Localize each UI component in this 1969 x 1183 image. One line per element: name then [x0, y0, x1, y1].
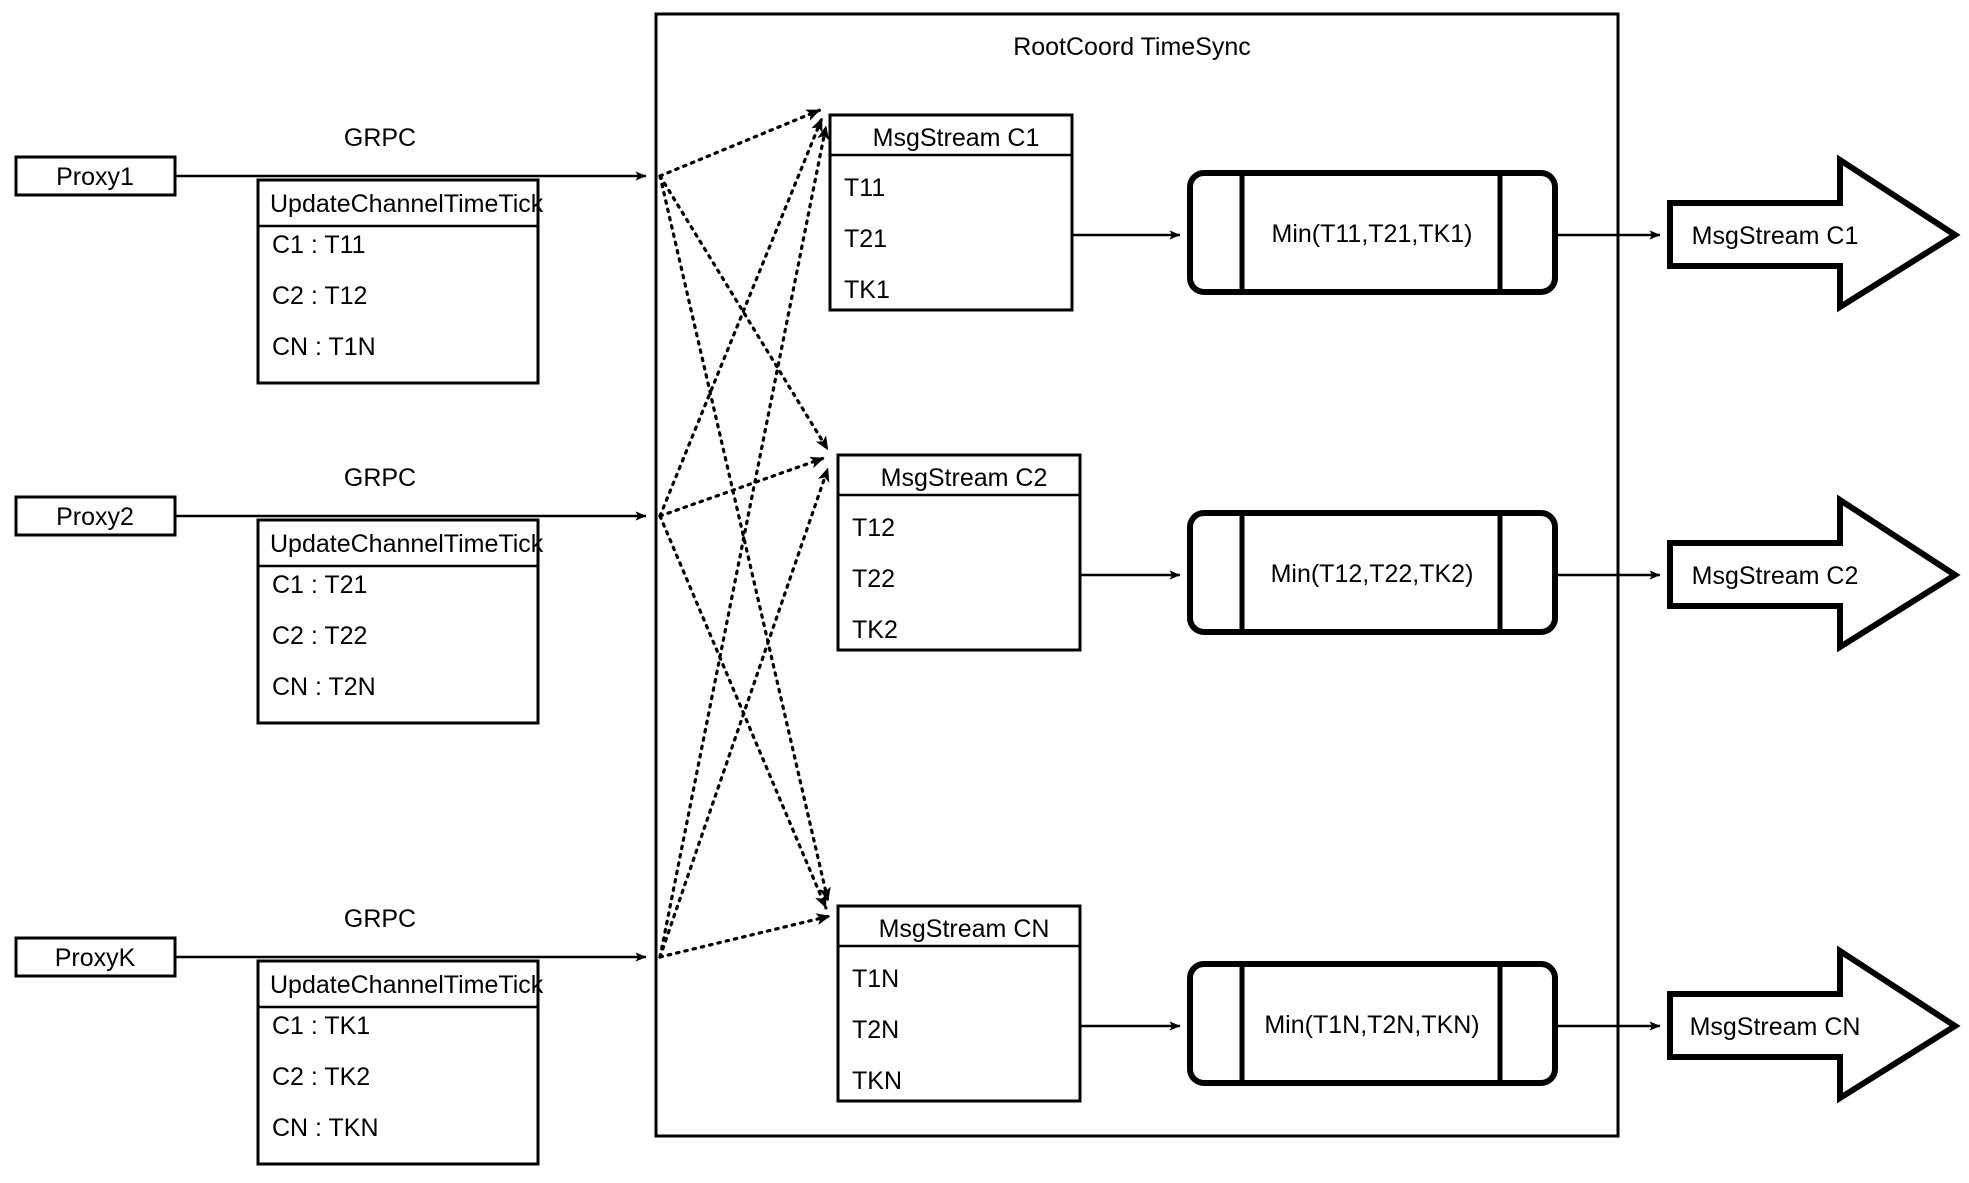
- dispatch-link-p3-c1: [658, 124, 830, 959]
- min-process-box-3: [1187, 961, 1558, 1086]
- msgstream-box-1: [828, 113, 1074, 312]
- output-label-1: MsgStream C1: [1691, 222, 1859, 250]
- dispatch-link-p3-c2: [658, 466, 830, 959]
- msgstream-title-2: MsgStream C2: [880, 464, 1048, 492]
- dispatch-link-p2-c2: [658, 456, 826, 518]
- proxy-label-3: ProxyK: [54, 944, 136, 972]
- msgstream-entry-3-0: T1N: [852, 965, 900, 993]
- update-channel-timetick-entry-2-0: C1 : T21: [272, 571, 368, 599]
- output-block-arrow-3: [1667, 945, 1961, 1104]
- output-label-3: MsgStream CN: [1689, 1013, 1861, 1041]
- update-channel-timetick-title-2: UpdateChannelTimeTick: [270, 530, 544, 558]
- msgstream-entry-2-2: TK2: [852, 616, 898, 644]
- msgstream-box-3: [836, 904, 1082, 1103]
- msgstream-entry-3-2: TKN: [852, 1067, 902, 1095]
- msgstream-title-3: MsgStream CN: [878, 915, 1050, 943]
- update-channel-timetick-entry-1-1: C2 : T12: [272, 282, 368, 310]
- output-label-2: MsgStream C2: [1691, 562, 1859, 590]
- timetick-dispatch-links: [658, 108, 832, 959]
- update-channel-timetick-entry-3-2: CN : TKN: [272, 1114, 379, 1142]
- dispatch-link-p1-c2: [658, 174, 830, 452]
- min-label-1: Min(T11,T21,TK1): [1271, 220, 1473, 248]
- output-block-arrow-2: [1667, 494, 1961, 653]
- output-block-arrow-1: [1667, 154, 1961, 313]
- grpc-label-1: GRPC: [343, 124, 417, 152]
- proxy-label-1: Proxy1: [56, 163, 134, 191]
- dispatch-link-p2-c1: [658, 116, 824, 518]
- msgstream-entry-1-0: T11: [844, 174, 886, 202]
- rootcoord-container-title: RootCoord TimeSync: [1013, 33, 1251, 61]
- dispatch-link-p2-cn: [658, 514, 828, 910]
- proxy-box-1[interactable]: [14, 155, 177, 197]
- update-channel-timetick-entry-1-0: C1 : T11: [272, 231, 366, 259]
- update-channel-timetick-title-3: UpdateChannelTimeTick: [270, 971, 544, 999]
- min-label-3: Min(T1N,T2N,TKN): [1264, 1011, 1480, 1039]
- proxy-box-3[interactable]: [14, 936, 177, 978]
- proxy-box-2[interactable]: [14, 495, 177, 537]
- msgstream-entry-2-0: T12: [852, 514, 896, 542]
- msgstream-entry-2-1: T22: [852, 565, 896, 593]
- update-channel-timetick-entry-3-0: C1 : TK1: [272, 1012, 371, 1040]
- grpc-label-3: GRPC: [343, 905, 417, 933]
- dispatch-link-p3-cn: [658, 913, 832, 959]
- msgstream-title-1: MsgStream C1: [872, 124, 1040, 152]
- update-channel-timetick-box-2: [256, 518, 540, 725]
- msgstream-entry-1-2: TK1: [844, 276, 890, 304]
- dispatch-link-p1-c1: [658, 108, 822, 178]
- msgstream-entry-3-1: T2N: [852, 1016, 900, 1044]
- min-label-2: Min(T12,T22,TK2): [1270, 560, 1474, 588]
- update-channel-timetick-entry-3-1: C2 : TK2: [272, 1063, 371, 1091]
- update-channel-timetick-box-3: [256, 959, 540, 1166]
- msgstream-entry-1-1: T21: [844, 225, 888, 253]
- update-channel-timetick-box-1: [256, 178, 540, 385]
- update-channel-timetick-entry-2-1: C2 : T22: [272, 622, 368, 650]
- msgstream-box-2: [836, 453, 1082, 652]
- dispatch-link-p1-cn: [658, 174, 831, 903]
- update-channel-timetick-entry-1-2: CN : T1N: [272, 333, 376, 361]
- update-channel-timetick-entry-2-2: CN : T2N: [272, 673, 376, 701]
- update-channel-timetick-title-1: UpdateChannelTimeTick: [270, 190, 544, 218]
- min-process-box-1: [1187, 170, 1558, 295]
- grpc-label-2: GRPC: [343, 464, 417, 492]
- min-process-box-2: [1187, 510, 1558, 635]
- proxy-label-2: Proxy2: [56, 503, 134, 531]
